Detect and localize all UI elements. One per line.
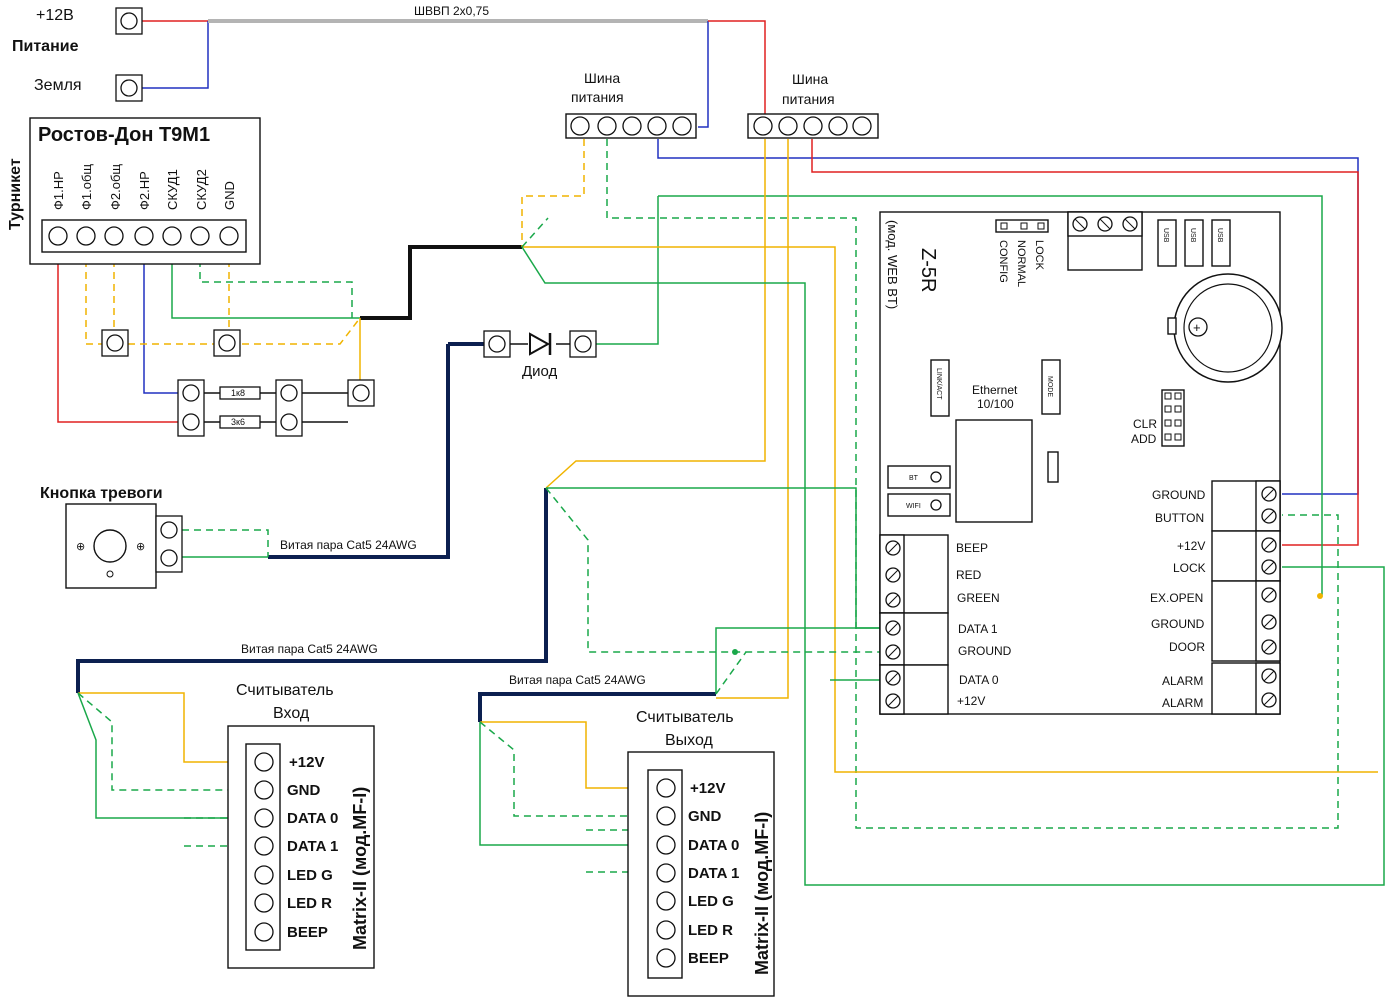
svg-text:LED R: LED R <box>688 922 733 939</box>
svg-text:ADD: ADD <box>1131 432 1157 446</box>
left-screws <box>885 540 901 709</box>
svg-text:Ф2.общ: Ф2.общ <box>108 164 123 210</box>
svg-text:СКУД2: СКУД2 <box>194 169 209 210</box>
svg-text:BEEP: BEEP <box>287 924 328 941</box>
svg-text:RED: RED <box>956 568 982 582</box>
svg-text:1к8: 1к8 <box>231 388 245 398</box>
svg-text:Ф2.НР: Ф2.НР <box>137 171 152 210</box>
svg-text:DATA 0: DATA 0 <box>959 673 999 687</box>
svg-text:3к6: 3к6 <box>231 417 245 427</box>
svg-text:⊕: ⊕ <box>76 541 85 553</box>
right-screws <box>1261 486 1277 708</box>
svg-text:USB: USB <box>1189 228 1196 243</box>
svg-text:BT: BT <box>909 475 919 482</box>
reader-entry-title: Считыватель <box>236 682 334 699</box>
svg-text:+12V: +12V <box>957 694 985 708</box>
svg-text:Выход: Выход <box>665 732 714 749</box>
svg-text:Вход: Вход <box>273 705 310 722</box>
plus12-label: +12В <box>36 7 74 24</box>
svg-text:+12V: +12V <box>1177 539 1205 553</box>
svg-text:СКУД1: СКУД1 <box>165 169 180 210</box>
svg-text:GROUND: GROUND <box>958 644 1012 658</box>
controller-name: Z-5R <box>917 248 939 292</box>
reader-exit-model: Matrix-II (мод.MF-I) <box>752 812 772 975</box>
resistor-3k6 <box>219 415 261 429</box>
svg-text:питания: питания <box>782 91 835 107</box>
power-supply: +12В Питание Земля ШВВП 2х0,75 <box>12 4 489 102</box>
svg-text:DATA 1: DATA 1 <box>287 838 338 855</box>
svg-text:+: + <box>1193 320 1201 335</box>
svg-text:CONFIG: CONFIG <box>997 240 1009 283</box>
svg-text:Шина: Шина <box>792 71 828 87</box>
svg-text:GROUND: GROUND <box>1152 488 1206 502</box>
svg-text:Шина: Шина <box>584 70 620 86</box>
svg-text:DATA 1: DATA 1 <box>958 622 998 636</box>
svg-text:LED R: LED R <box>287 895 332 912</box>
svg-text:питания: питания <box>571 89 624 105</box>
svg-text:Ф1.общ: Ф1.общ <box>79 164 94 210</box>
svg-text:NORMAL: NORMAL <box>1015 240 1027 287</box>
svg-text:MODE: MODE <box>1046 376 1053 397</box>
svg-text:Ф1.НР: Ф1.НР <box>51 171 66 210</box>
svg-text:10/100: 10/100 <box>977 397 1014 411</box>
svg-text:DATA 1: DATA 1 <box>688 865 739 882</box>
bus-bar-2: Шина питания <box>747 71 879 139</box>
svg-text:⊕: ⊕ <box>136 541 145 553</box>
svg-text:GND: GND <box>222 181 237 210</box>
power-cable-label: ШВВП 2х0,75 <box>414 4 489 18</box>
svg-text:DATA 0: DATA 0 <box>688 837 739 854</box>
reader-exit: Считыватель Выход +12V GND DATA 0 DATA 1… <box>627 709 775 997</box>
svg-text:GREEN: GREEN <box>957 591 1000 605</box>
diode-icon <box>529 332 551 356</box>
svg-text:EX.OPEN: EX.OPEN <box>1150 591 1203 605</box>
svg-text:+12V: +12V <box>289 754 324 771</box>
junction-dots <box>732 593 1323 655</box>
resistor-1k8 <box>219 386 261 400</box>
reader-exit-title: Считыватель <box>636 709 734 726</box>
reader-entry: Считыватель Вход +12V GND DATA 0 DATA 1 … <box>227 682 375 969</box>
controller-z5r: Z-5R (мод. WEB BT) LOCK NORMAL CONFIG US… <box>879 211 1283 715</box>
turnstile-title: Ростов-Дон Т9М1 <box>38 124 210 146</box>
svg-text:USB: USB <box>1162 228 1169 243</box>
svg-text:USB: USB <box>1216 228 1223 243</box>
alarm-button: Кнопка тревоги ⊕ ⊕ Витая пара Cat5 24AWG <box>40 485 417 589</box>
svg-text:BEEP: BEEP <box>956 541 988 555</box>
diode: Диод <box>483 330 597 380</box>
bus-bar-1: Шина питания <box>565 70 697 139</box>
svg-text:GND: GND <box>287 782 321 799</box>
svg-text:LOCK: LOCK <box>1033 240 1045 271</box>
turnstile-side-label: Турникет <box>7 158 24 230</box>
controller-model: (мод. WEB BT) <box>885 220 900 309</box>
svg-text:DOOR: DOOR <box>1169 640 1205 654</box>
wires <box>57 19 1385 886</box>
svg-text:CLR: CLR <box>1133 417 1157 431</box>
exit-cable-label: Витая пара Cat5 24AWG <box>509 673 646 687</box>
turnstile: Турникет Ростов-Дон Т9М1 Ф1.НР Ф1.общ Ф2… <box>7 117 375 437</box>
svg-text:DATA 0: DATA 0 <box>287 810 338 827</box>
key-switch-icon <box>93 529 127 563</box>
alarm-cable-label: Витая пара Cat5 24AWG <box>280 538 417 552</box>
diode-label: Диод <box>522 363 558 380</box>
svg-text:LED G: LED G <box>688 893 734 910</box>
reader-entry-model: Matrix-II (мод.MF-I) <box>350 787 370 950</box>
svg-text:GND: GND <box>688 808 722 825</box>
power-title: Питание <box>12 38 79 55</box>
svg-text:ALARM: ALARM <box>1162 696 1203 710</box>
svg-text:ALARM: ALARM <box>1162 674 1203 688</box>
svg-text:Ethernet: Ethernet <box>972 383 1018 397</box>
svg-text:LED G: LED G <box>287 867 333 884</box>
entry-cable-label: Витая пара Cat5 24AWG <box>241 642 378 656</box>
alarm-button-label: Кнопка тревоги <box>40 485 163 502</box>
svg-text:BUTTON: BUTTON <box>1155 511 1204 525</box>
svg-text:BEEP: BEEP <box>688 950 729 967</box>
svg-text:GROUND: GROUND <box>1151 617 1205 631</box>
svg-text:WIFI: WIFI <box>906 503 921 510</box>
svg-text:LINK/ACT: LINK/ACT <box>935 368 942 400</box>
ground-label: Земля <box>34 77 82 94</box>
svg-text:+12V: +12V <box>690 780 725 797</box>
svg-text:LOCK: LOCK <box>1173 561 1206 575</box>
